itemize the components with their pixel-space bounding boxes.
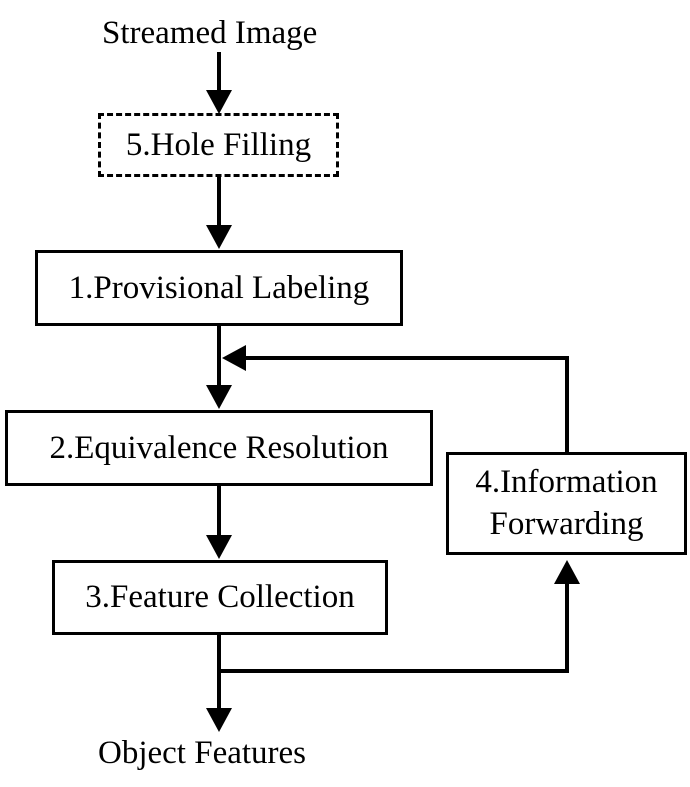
branch-line-collection-to-forwarding <box>219 582 569 673</box>
feedback-line-forwarding-to-labeling <box>244 356 569 452</box>
arrowhead-output <box>206 708 232 732</box>
arrowhead-resolution <box>206 385 232 409</box>
information-forwarding-label-line1: 4.Information <box>475 464 658 501</box>
provisional-labeling-box: 1.Provisional Labeling <box>35 250 403 326</box>
arrowhead-forwarding <box>554 560 580 584</box>
hole-filling-box: 5.Hole Filling <box>98 113 339 177</box>
equivalence-resolution-box: 2.Equivalence Resolution <box>5 410 433 486</box>
information-forwarding-label-line2: Forwarding <box>489 505 644 542</box>
provisional-labeling-label: 1.Provisional Labeling <box>68 269 370 306</box>
arrowhead-feedback <box>222 345 246 371</box>
information-forwarding-box: 4.Information Forwarding <box>446 452 687 555</box>
arrowhead-labeling <box>206 225 232 249</box>
input-label: Streamed Image <box>102 15 318 51</box>
hole-filling-label: 5.Hole Filling <box>125 126 312 163</box>
output-label: Object Features <box>98 735 307 771</box>
equivalence-resolution-label: 2.Equivalence Resolution <box>49 429 389 466</box>
feature-collection-box: 3.Feature Collection <box>52 560 388 635</box>
arrowhead-collection <box>206 535 232 559</box>
arrowhead-hole-filling <box>206 90 232 114</box>
feature-collection-label: 3.Feature Collection <box>85 579 355 615</box>
